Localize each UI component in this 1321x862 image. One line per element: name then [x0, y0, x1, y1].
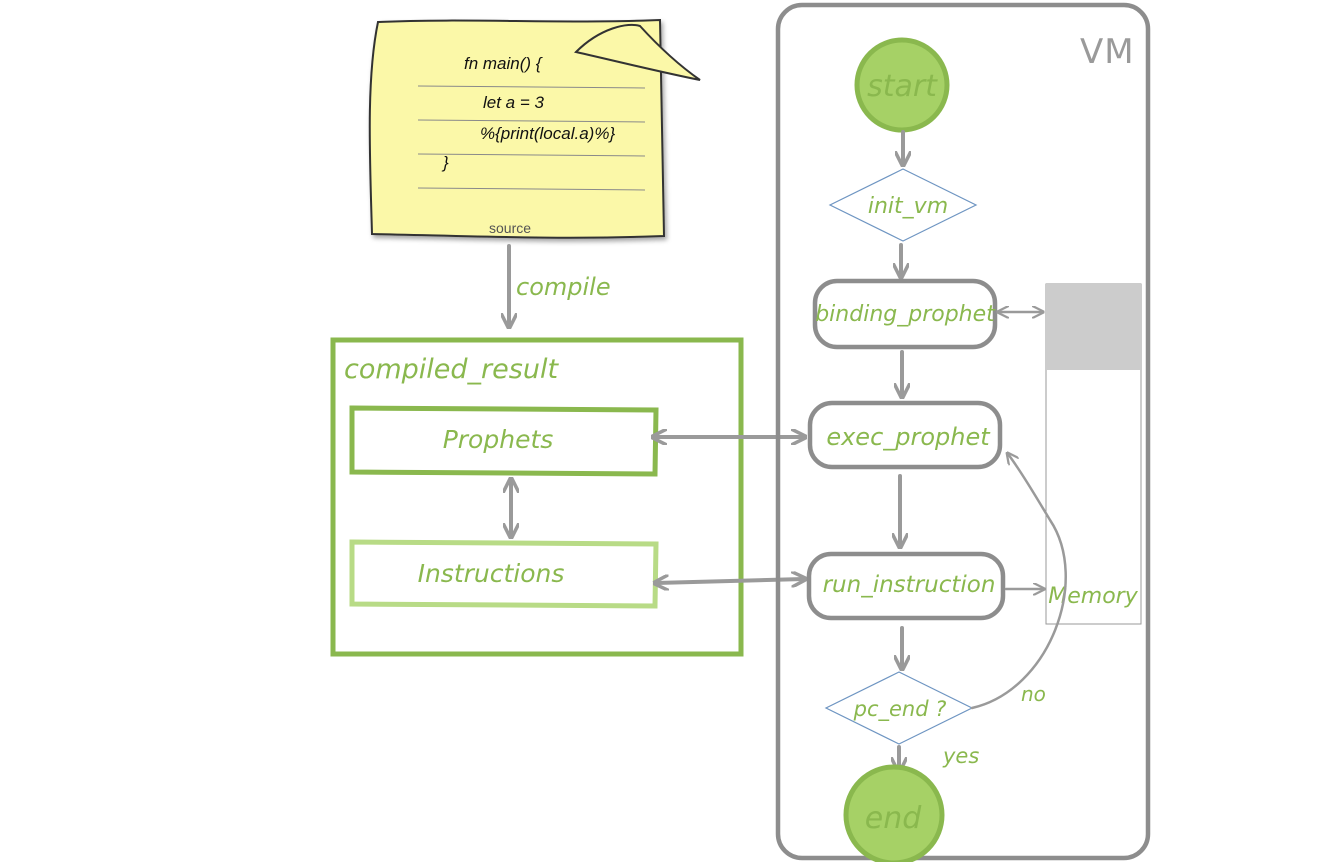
start-node: start [854, 37, 950, 133]
instructions-run-arrow [656, 579, 804, 583]
source-caption: source [489, 220, 531, 236]
no-loop-arrow [970, 454, 1067, 710]
exec-prophet-label: exec_prophet [826, 423, 991, 451]
binding-prophet-label: binding_prophet [815, 302, 996, 327]
code-line-4: } [441, 153, 449, 172]
end-label: end [865, 801, 922, 836]
pc-end-label: pc_end ? [853, 697, 947, 722]
init-vm-label: init_vm [868, 194, 948, 219]
code-line-3: %{print(local.a)%} [480, 124, 615, 143]
binding-prophet-node: binding_prophet [812, 278, 998, 350]
compiled-result-title: compiled_result [344, 354, 559, 385]
vm-title: VM [1080, 32, 1135, 72]
instructions-label: Instructions [418, 559, 565, 588]
pc-end-node: pc_end ? [824, 671, 974, 745]
vm-container: VM [775, 2, 1151, 861]
source-note: fn main() { let a = 3 %{print(local.a)%}… [368, 18, 701, 239]
code-line-2: let a = 3 [483, 93, 545, 112]
compiled-result-box: compiled_result Prophets Instructions [330, 337, 744, 657]
code-line-1: fn main() { [464, 54, 543, 73]
yes-label: yes [942, 744, 979, 768]
run-instruction-label: run_instruction [823, 572, 996, 598]
note-speech-tail [574, 23, 701, 81]
compile-label: compile [516, 273, 611, 301]
no-label: no [1021, 682, 1046, 706]
start-label: start [867, 69, 938, 104]
instructions-box: Instructions [349, 539, 659, 609]
end-node: end [843, 764, 945, 862]
prophets-label: Prophets [443, 425, 554, 454]
init-vm-node: init_vm [828, 168, 978, 242]
prophets-box: Prophets [349, 405, 659, 477]
run-instruction-node: run_instruction [806, 551, 1006, 621]
note-paper [368, 18, 666, 239]
memory-used-region [1046, 284, 1141, 370]
memory-block: Memory [1045, 283, 1142, 625]
exec-prophet-node: exec_prophet [807, 400, 1003, 470]
